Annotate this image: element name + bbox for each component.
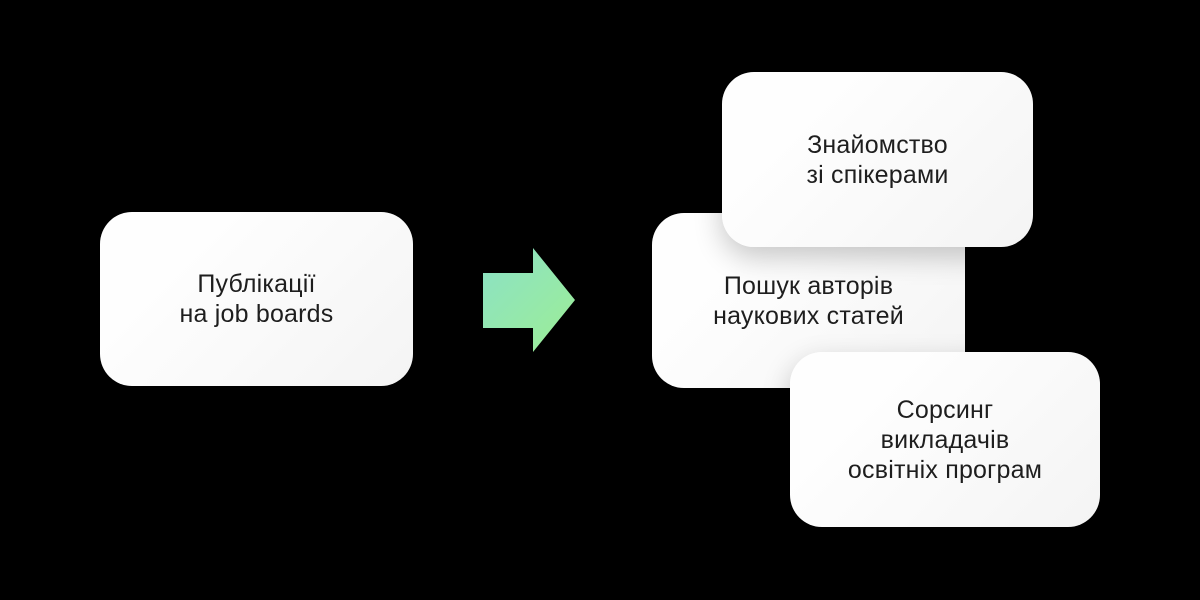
arrow-right-icon — [483, 248, 575, 352]
card-speakers-label: Знайомство зі спікерами — [806, 130, 949, 189]
card-article-authors-label: Пошук авторів наукових статей — [713, 271, 904, 330]
card-lecturers-label: Сорсинг викладачів освітніх програм — [847, 395, 1043, 484]
card-speakers: Знайомство зі спікерами — [722, 72, 1033, 247]
card-job-boards: Публікації на job boards — [100, 212, 413, 386]
card-lecturers: Сорсинг викладачів освітніх програм — [790, 352, 1100, 527]
card-job-boards-label: Публікації на job boards — [179, 270, 334, 328]
